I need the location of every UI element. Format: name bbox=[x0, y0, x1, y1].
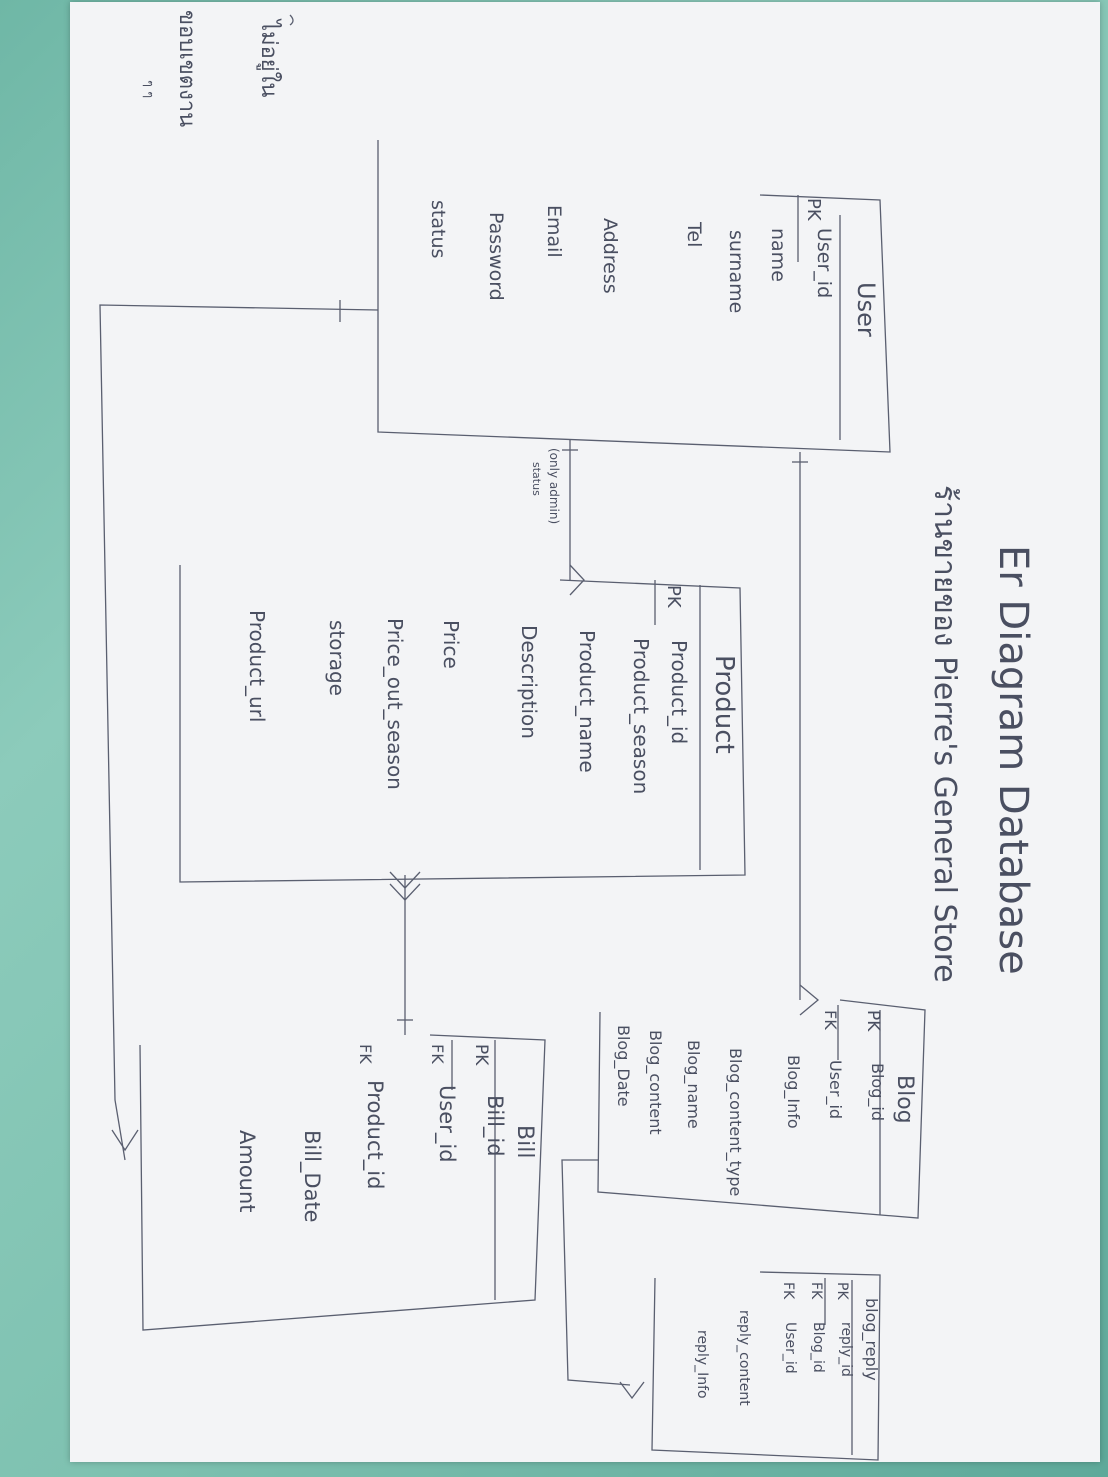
relationship-lines bbox=[99, 300, 820, 1400]
user-field: name bbox=[767, 228, 789, 282]
entity-blog: Blog PK FK Blog_id User_id Blog_Info Blog_c… bbox=[597, 999, 926, 1219]
bill-entity-title: Bill bbox=[512, 1125, 537, 1158]
blog-field: Blog_id bbox=[867, 1063, 887, 1121]
blog-reply-field: Blog_id bbox=[810, 1322, 826, 1373]
entity-product: Product PK Product_idProduct_seasonProdu… bbox=[179, 565, 746, 883]
bill-field: Amount bbox=[235, 1130, 259, 1213]
user-box bbox=[377, 140, 891, 453]
rel-blog-reply bbox=[561, 1159, 631, 1386]
product-field: Product_season bbox=[629, 638, 653, 794]
user-field: surname bbox=[725, 230, 747, 313]
blog-field: Blog_Date bbox=[613, 1025, 633, 1107]
side-note: ไม่อยู่ใน ขอบเขตงาน ๆ ๆ bbox=[141, 10, 294, 127]
bill-fk1-label: FK bbox=[428, 1044, 447, 1064]
blog-reply-field-list: reply_id Blog_id User_id reply_content reply… bbox=[694, 1310, 854, 1406]
blog-field: Blog_content_type bbox=[725, 1048, 745, 1196]
blog-field-list: Blog_id User_id Blog_Info Blog_content_type… bbox=[613, 1025, 887, 1196]
product-field: Product_name bbox=[575, 630, 599, 773]
paper-sheet bbox=[70, 2, 1100, 1462]
product-field: Description bbox=[517, 625, 541, 739]
side-note-line1: ไม่อยู่ใน bbox=[256, 18, 282, 97]
side-note-line2: ขอบเขตงาน bbox=[174, 10, 199, 127]
blog-reply-field: reply_Info bbox=[694, 1330, 710, 1399]
bill-field: User_id bbox=[434, 1085, 459, 1163]
bill-pk-label: PK bbox=[471, 1044, 491, 1066]
product-pk-label: PK bbox=[663, 585, 684, 609]
blog-box bbox=[597, 999, 926, 1219]
blog-fk-label: FK bbox=[821, 1010, 840, 1030]
user-field: Address bbox=[599, 218, 621, 294]
blog-reply-field: reply_id bbox=[838, 1322, 854, 1377]
blog-field: Blog_content bbox=[645, 1030, 665, 1135]
bill-field: Product_id bbox=[362, 1080, 387, 1189]
blog-field: Blog_name bbox=[683, 1040, 703, 1129]
side-note-line3: ๆ ๆ bbox=[141, 80, 156, 98]
product-entity-title: Product bbox=[709, 655, 739, 754]
bill-field-list: Bill_id User_id Product_id Bill_Date Amount bbox=[235, 1080, 507, 1223]
product-field: Price bbox=[439, 620, 463, 669]
user-field: Email bbox=[543, 205, 565, 258]
entity-blog-reply: blog_reply PK FK FK reply_id Blog_id User_… bbox=[651, 1271, 881, 1461]
bill-fk2-label: FK bbox=[356, 1044, 375, 1064]
product-field: Product_id bbox=[667, 640, 691, 744]
blog-reply-fk1-label: FK bbox=[808, 1282, 824, 1300]
blog-pk-label: PK bbox=[863, 1010, 883, 1032]
bill-field: Bill_Date bbox=[299, 1130, 324, 1223]
product-field: Product_url bbox=[245, 610, 269, 722]
blog-reply-field: User_id bbox=[782, 1322, 798, 1374]
blog-reply-field: reply_content bbox=[736, 1310, 752, 1406]
blog-reply-fk2-label: FK bbox=[780, 1282, 796, 1300]
blog-field: User_id bbox=[825, 1060, 845, 1119]
rel-user-bill-many bbox=[111, 1129, 139, 1152]
relationship-note-line2: status bbox=[530, 462, 543, 496]
rel-blog-reply-many bbox=[619, 1381, 645, 1400]
bill-box bbox=[139, 1034, 546, 1331]
blog-reply-pk-label: PK bbox=[834, 1282, 850, 1300]
user-field: Tel bbox=[683, 221, 705, 247]
user-field: status bbox=[427, 200, 449, 258]
product-field-list: Product_id Product_season Product_name Desc… bbox=[245, 610, 691, 794]
rel-user-blog-many bbox=[799, 984, 820, 1016]
blog-reply-entity-title: blog_reply bbox=[861, 1298, 881, 1381]
user-field-list: User_id name surname Tel Address Email Passwor… bbox=[427, 200, 835, 313]
diagram-subtitle: ร้านขายของ Pierre's General Store bbox=[927, 485, 962, 983]
user-pk-label: PK bbox=[803, 198, 824, 222]
relationship-note-line1: (only admin) bbox=[547, 448, 561, 524]
blog-entity-title: Blog bbox=[892, 1075, 917, 1124]
product-field: storage bbox=[325, 620, 349, 696]
user-field: Password bbox=[485, 212, 507, 301]
entity-bill: Bill PK FK FK Bill_idUser_idProduct_idBi… bbox=[139, 1034, 546, 1331]
product-box bbox=[179, 565, 746, 883]
side-note-mark bbox=[289, 14, 294, 26]
blog-field: Blog_Info bbox=[783, 1055, 803, 1129]
bill-field: Bill_id bbox=[482, 1095, 507, 1157]
rel-user-product-many bbox=[569, 564, 585, 596]
rel-user-bill bbox=[99, 304, 379, 1161]
blog-reply-box bbox=[651, 1271, 881, 1461]
user-field: User_id bbox=[813, 228, 835, 298]
user-entity-title: User bbox=[852, 282, 880, 337]
product-field: Price_out_season bbox=[383, 618, 407, 790]
entity-user: User PK User_id name surname Tel Address Emai… bbox=[377, 140, 891, 453]
diagram-title: Er Diagram Database bbox=[990, 545, 1036, 975]
rel-product-bill-many bbox=[389, 871, 421, 901]
